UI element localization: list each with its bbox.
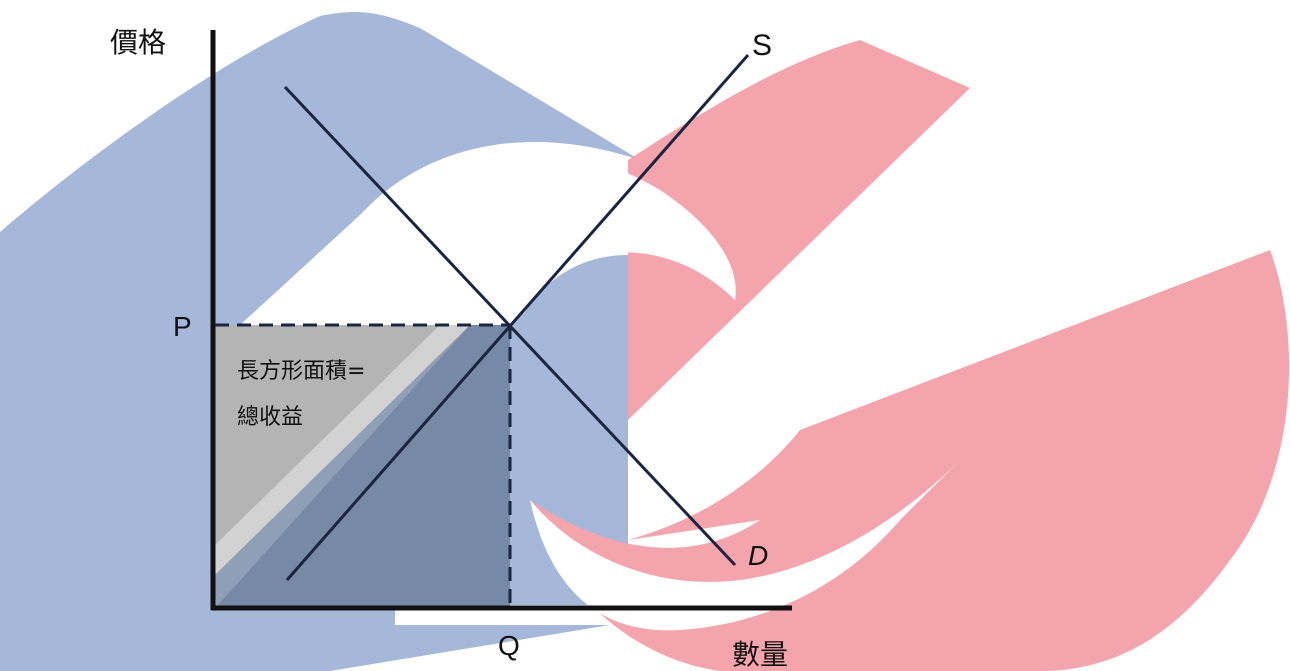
x-axis-label: 數量: [732, 638, 788, 671]
watermark-blue-shape: [0, 12, 640, 671]
watermark-red-shape: [628, 40, 970, 420]
y-axis-label: 價格: [110, 26, 166, 59]
demand-label: D: [748, 540, 768, 571]
revenue-label-line2: 總收益: [237, 405, 303, 430]
price-label: P: [173, 311, 192, 342]
total-revenue-dark-overlap-left: [215, 325, 470, 608]
supply-label: S: [752, 29, 772, 62]
watermark-swoosh-lower: [530, 460, 960, 631]
total-revenue-dark-overlap: [215, 325, 510, 608]
revenue-label-line1: 長方形面積=: [237, 359, 365, 384]
supply-curve: [285, 54, 750, 581]
watermark-red-right-shape: [530, 250, 1290, 671]
watermark-swoosh-upper: [360, 151, 736, 325]
quantity-label: Q: [498, 630, 520, 661]
